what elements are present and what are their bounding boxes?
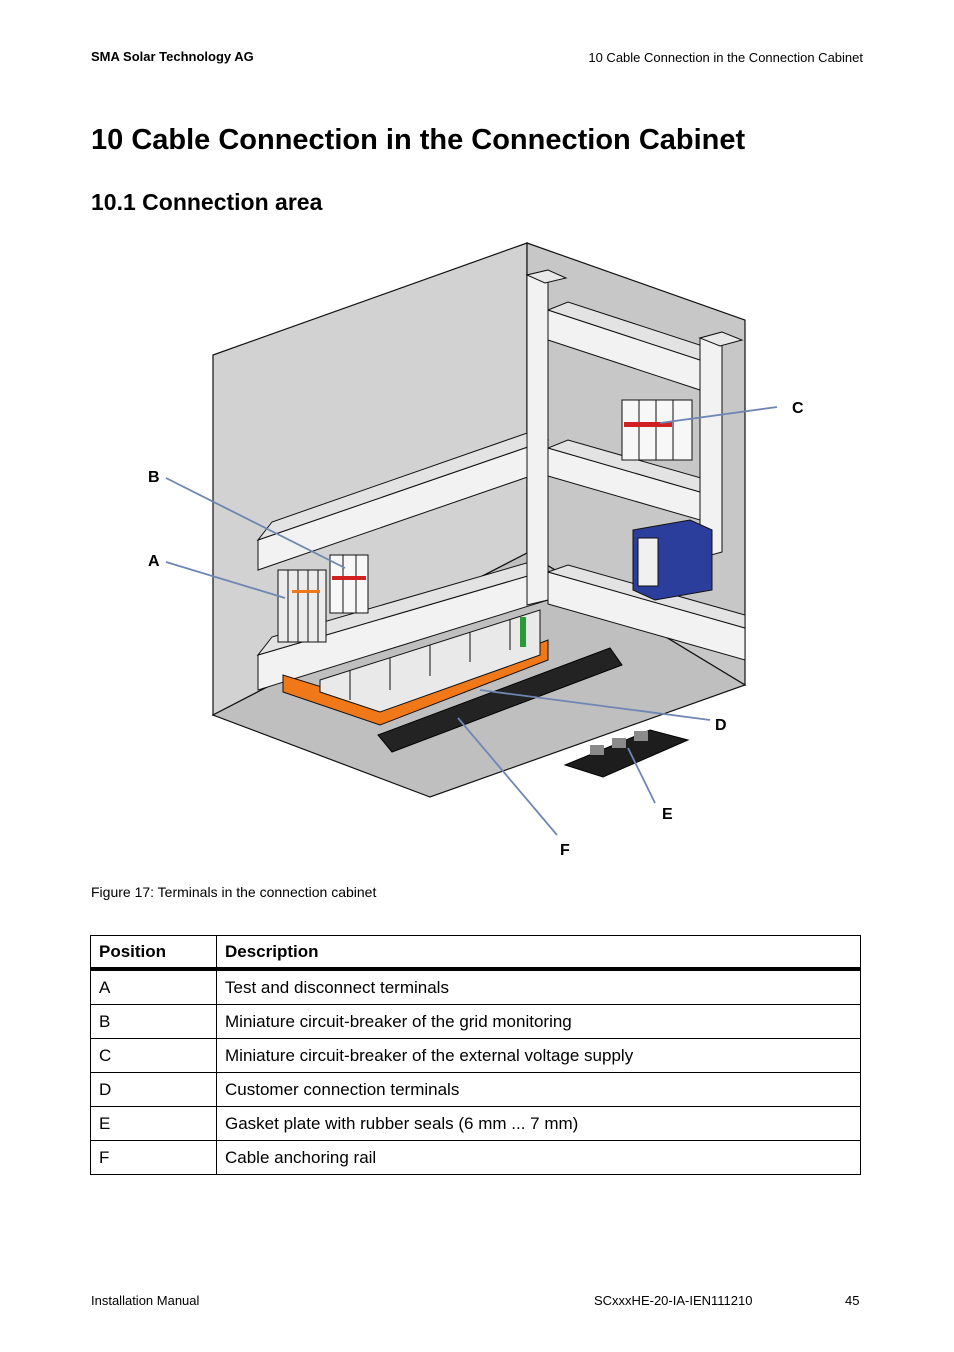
chapter-heading: 10 Cable Connection in the Connection Ca… xyxy=(91,124,746,156)
customer-connection-terminals-d xyxy=(319,609,541,713)
callout-e: E xyxy=(662,806,673,823)
table-header-row: Position Description xyxy=(90,935,861,971)
circuit-breaker-c xyxy=(621,399,693,461)
footer-page-number: 45 xyxy=(845,1293,860,1308)
callout-d: D xyxy=(715,717,727,734)
callout-c: C xyxy=(792,400,804,417)
position-cell: F xyxy=(90,1140,217,1175)
connection-cabinet-figure: C B A D E F xyxy=(148,242,804,859)
test-disconnect-terminals-a xyxy=(277,569,327,643)
description-cell: Miniature circuit-breaker of the externa… xyxy=(216,1038,861,1073)
vertical-duct-center xyxy=(525,269,568,606)
gasket-plate-e xyxy=(563,729,690,778)
header-chapter: 10 Cable Connection in the Connection Ca… xyxy=(588,50,863,65)
blue-terminal-box xyxy=(632,519,713,601)
footer-document-id: SCxxxHE-20-IA-IEN111210 xyxy=(594,1293,753,1308)
column-header-position: Position xyxy=(90,935,217,971)
footer-manual-title: Installation Manual xyxy=(91,1293,200,1308)
callout-a: A xyxy=(148,553,160,570)
table-row: A Test and disconnect terminals xyxy=(90,968,861,1005)
table-row: D Customer connection terminals xyxy=(90,1072,861,1107)
position-cell: A xyxy=(90,968,217,1005)
vertical-duct-right xyxy=(698,331,744,559)
table-row: C Miniature circuit-breaker of the exter… xyxy=(90,1038,861,1073)
description-cell: Cable anchoring rail xyxy=(216,1140,861,1175)
circuit-breaker-b xyxy=(329,554,369,614)
figure-caption: Figure 17: Terminals in the connection c… xyxy=(91,884,377,900)
callout-b: B xyxy=(148,469,160,486)
header-company: SMA Solar Technology AG xyxy=(91,49,254,64)
column-header-description: Description xyxy=(216,935,861,971)
callout-f: F xyxy=(560,842,570,859)
section-heading: 10.1 Connection area xyxy=(91,189,323,215)
description-cell: Miniature circuit-breaker of the grid mo… xyxy=(216,1004,861,1039)
table-row: F Cable anchoring rail xyxy=(90,1140,861,1175)
position-cell: C xyxy=(90,1038,217,1073)
description-cell: Customer connection terminals xyxy=(216,1072,861,1107)
position-cell: E xyxy=(90,1106,217,1141)
table-row: B Miniature circuit-breaker of the grid … xyxy=(90,1004,861,1039)
position-cell: B xyxy=(90,1004,217,1039)
description-cell: Test and disconnect terminals xyxy=(216,968,861,1005)
orange-terminal-rail xyxy=(282,639,549,726)
position-cell: D xyxy=(90,1072,217,1107)
callout-lines xyxy=(165,406,778,836)
cable-anchoring-rail-f xyxy=(377,647,623,753)
position-table: Position Description A Test and disconne… xyxy=(90,935,861,1175)
table-row: E Gasket plate with rubber seals (6 mm .… xyxy=(90,1106,861,1141)
description-cell: Gasket plate with rubber seals (6 mm ...… xyxy=(216,1106,861,1141)
